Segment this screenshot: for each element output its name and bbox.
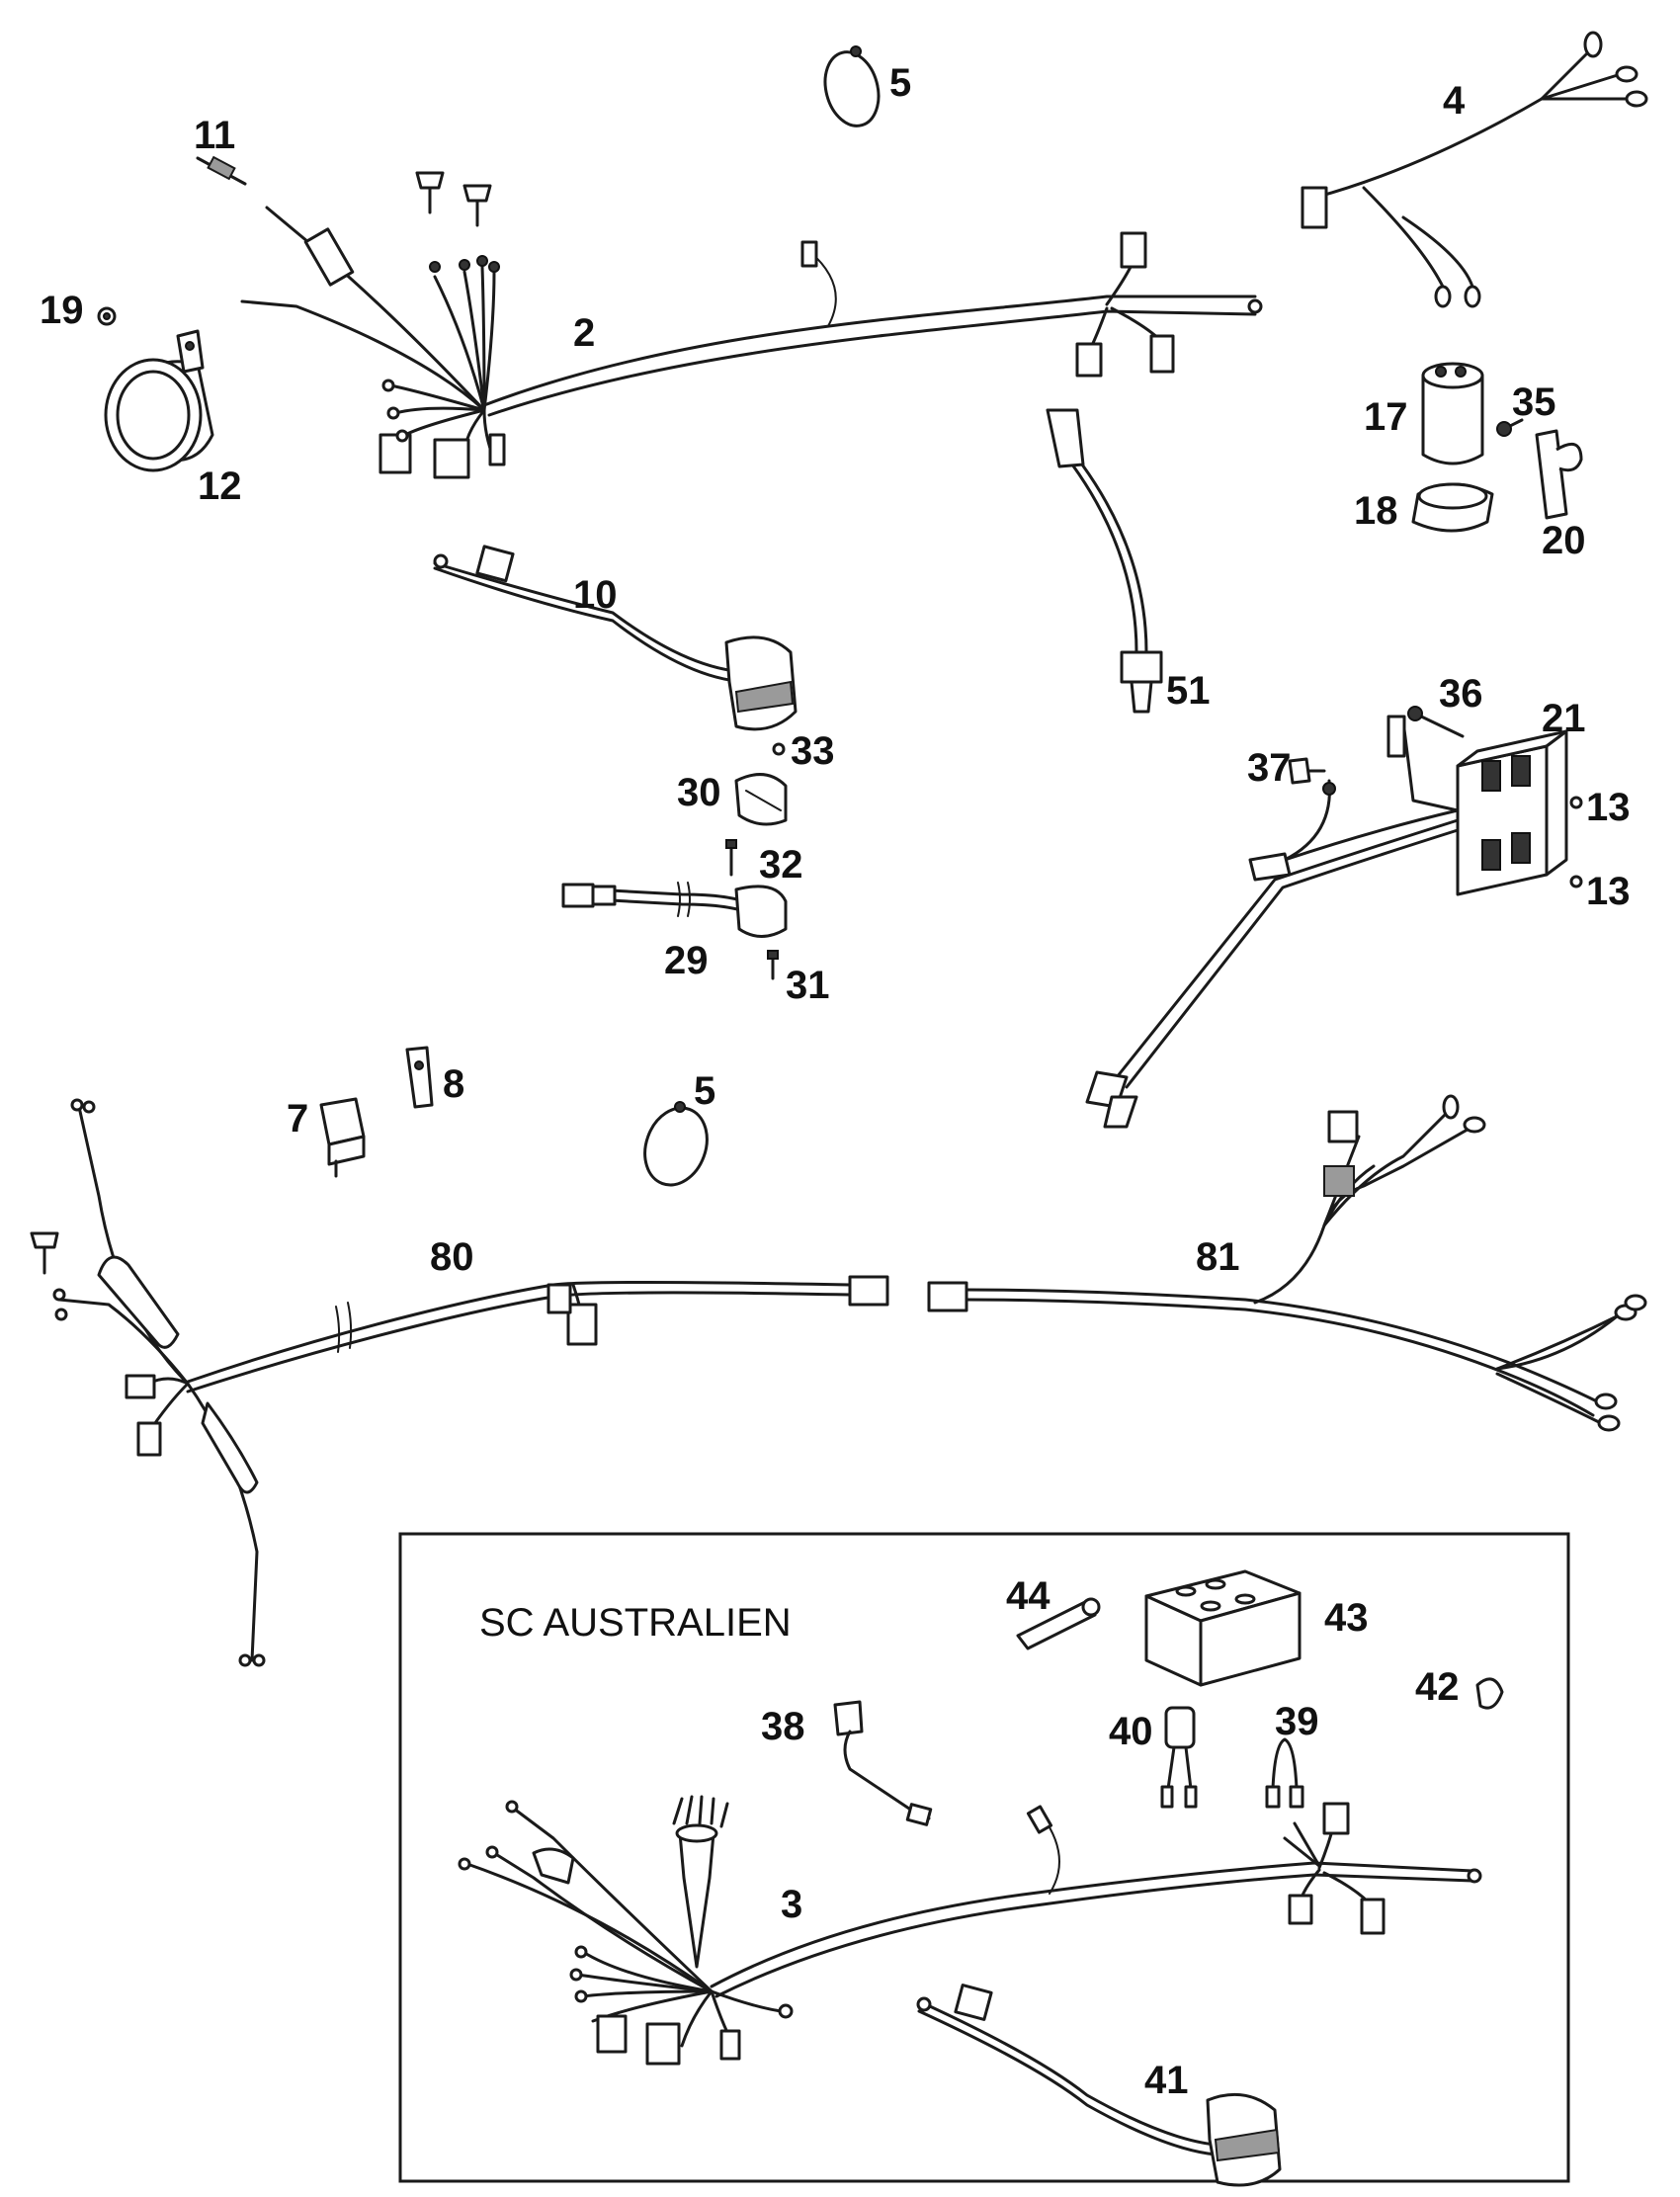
part-29-switch-cable [561,882,788,938]
part-5-cable-tie-bottom [643,1101,709,1187]
label-4: 4 [1443,79,1466,123]
part-5-cable-tie-top [823,45,881,127]
part-8-bracket [405,1046,434,1109]
label-35: 35 [1512,380,1556,424]
label-21: 21 [1542,697,1586,740]
part-31-screw [767,950,779,980]
label-17: 17 [1364,395,1408,439]
part-2-main-wiring-harness [240,206,1263,479]
inset-box-sc-australien [398,1532,1570,2183]
label-44: 44 [1006,1574,1050,1618]
label-81: 81 [1196,1235,1240,1279]
part-36-bolt [1407,706,1465,738]
label-51: 51 [1166,669,1211,713]
label-13-lower: 13 [1586,870,1631,913]
part-42-clip [1475,1677,1504,1710]
label-10: 10 [573,573,618,617]
label-3: 3 [781,1883,802,1926]
label-39: 39 [1275,1700,1319,1743]
part-80-wiring-harness [30,1098,889,1667]
part-7-relay [319,1097,366,1178]
part-43-battery [1144,1569,1302,1687]
part-30-switch-housing [734,773,788,826]
label-80: 80 [430,1235,474,1279]
label-32: 32 [759,843,803,887]
part-38-wiring-adapter [833,1700,933,1826]
part-4-wiring-adapter [1301,31,1648,308]
part-39-jumper-wire [1265,1737,1304,1809]
label-33: 33 [791,729,835,773]
part-20-bracket [1535,429,1583,520]
label-36: 36 [1439,672,1483,716]
screw-pins-part-2 [415,171,492,227]
label-13-upper: 13 [1586,786,1631,829]
label-8: 8 [443,1062,464,1106]
label-11: 11 [194,114,235,157]
part-21-regulator-rectifier [1085,715,1568,1129]
label-7: 7 [287,1097,308,1141]
part-13-nuts [1569,796,1583,888]
label-5-top: 5 [889,61,911,105]
label-38: 38 [761,1705,805,1748]
label-19: 19 [40,289,84,332]
part-11-fuse [196,155,247,186]
label-18: 18 [1354,489,1398,533]
part-18-mounting-ring [1411,482,1494,533]
label-20: 20 [1542,519,1586,562]
part-33-small-part [772,742,786,756]
label-12: 12 [198,465,242,508]
label-37: 37 [1247,746,1292,790]
part-32-screw [725,839,737,877]
label-29: 29 [664,939,709,982]
part-51-sensor [1046,408,1163,714]
part-3-main-wiring-harness [458,1795,1482,2066]
part-17-capacitor [1421,362,1484,465]
label-2: 2 [573,311,595,355]
part-10-handlebar-switch [433,545,798,731]
part-35-screw [1496,418,1524,437]
label-41: 41 [1144,2059,1189,2102]
part-12-horn [104,329,214,472]
part-44-battery-strap [1016,1597,1101,1650]
part-41-handlebar-switch [916,1984,1282,2187]
inset-title: SC AUSTRALIEN [479,1601,792,1645]
label-31: 31 [786,964,830,1007]
part-40-capacitor [1160,1706,1198,1809]
part-37-screw [1288,757,1326,785]
label-5-bottom: 5 [694,1069,715,1113]
label-30: 30 [677,771,721,814]
label-43: 43 [1324,1596,1369,1640]
label-42: 42 [1415,1665,1460,1709]
part-19-nut [97,306,117,326]
part-81-wiring-harness [927,1094,1647,1432]
label-40: 40 [1109,1710,1153,1753]
